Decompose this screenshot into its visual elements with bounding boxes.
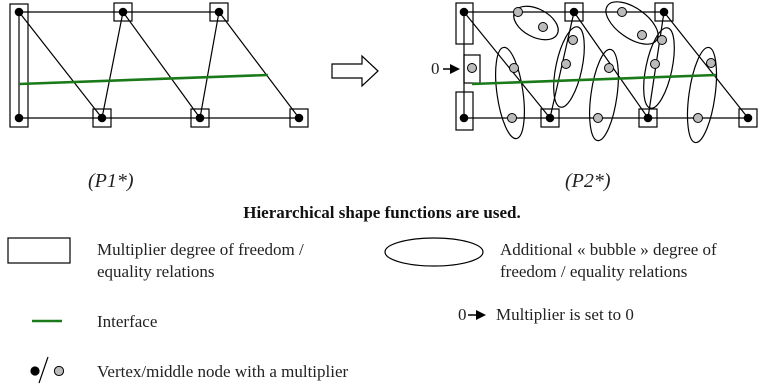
p2-bubble-ellipses [495,1,718,144]
legend-zero-label: Multiplier is set to 0 [496,305,634,324]
p2-multiplier-boxes [455,2,758,131]
legend-bubble-ellipse-icon [384,237,484,267]
legend-vertex-node-icon [30,366,40,376]
p2-zero-marker: 0 [431,59,440,78]
legend-zero-symbol: 0 [458,305,467,324]
p1-vertex-nodes [14,7,304,123]
panel-caption-p2: (P2*) [565,170,611,192]
legend-middle-node-icon [53,365,65,377]
p2-vertex-nodes [459,7,753,123]
legend-multiplier-box-icon [7,237,71,264]
transition-arrow-icon [331,54,379,88]
legend-bubble-label-1: Additional « bubble » degree of [500,240,717,259]
p1-multiplier-boxes [9,2,309,128]
p1-interface-line [18,73,269,86]
p1-mesh-edges [18,11,300,119]
legend: Multiplier degree of freedom / equality … [7,237,717,384]
panel-p2: 0 (P2*) [431,1,758,192]
panel-caption-p1: (P1*) [88,170,134,192]
panel-p1: (P1*) [9,2,309,192]
legend-interface-label: Interface [97,312,157,331]
legend-slash-icon [38,356,49,384]
legend-zero-arrow-icon [468,310,486,320]
p2-interface-line [471,73,717,86]
p2-middle-nodes [467,7,716,123]
diagram-heading: Hierarchical shape functions are used. [243,203,521,222]
legend-bubble-label-2: freedom / equality relations [500,262,687,281]
p2-zero-arrow-icon [443,64,460,74]
legend-multiplier-label-2: equality relations [97,262,215,281]
legend-node-label: Vertex/middle node with a multiplier [97,362,349,381]
legend-multiplier-label-1: Multiplier degree of freedom / [97,240,304,259]
